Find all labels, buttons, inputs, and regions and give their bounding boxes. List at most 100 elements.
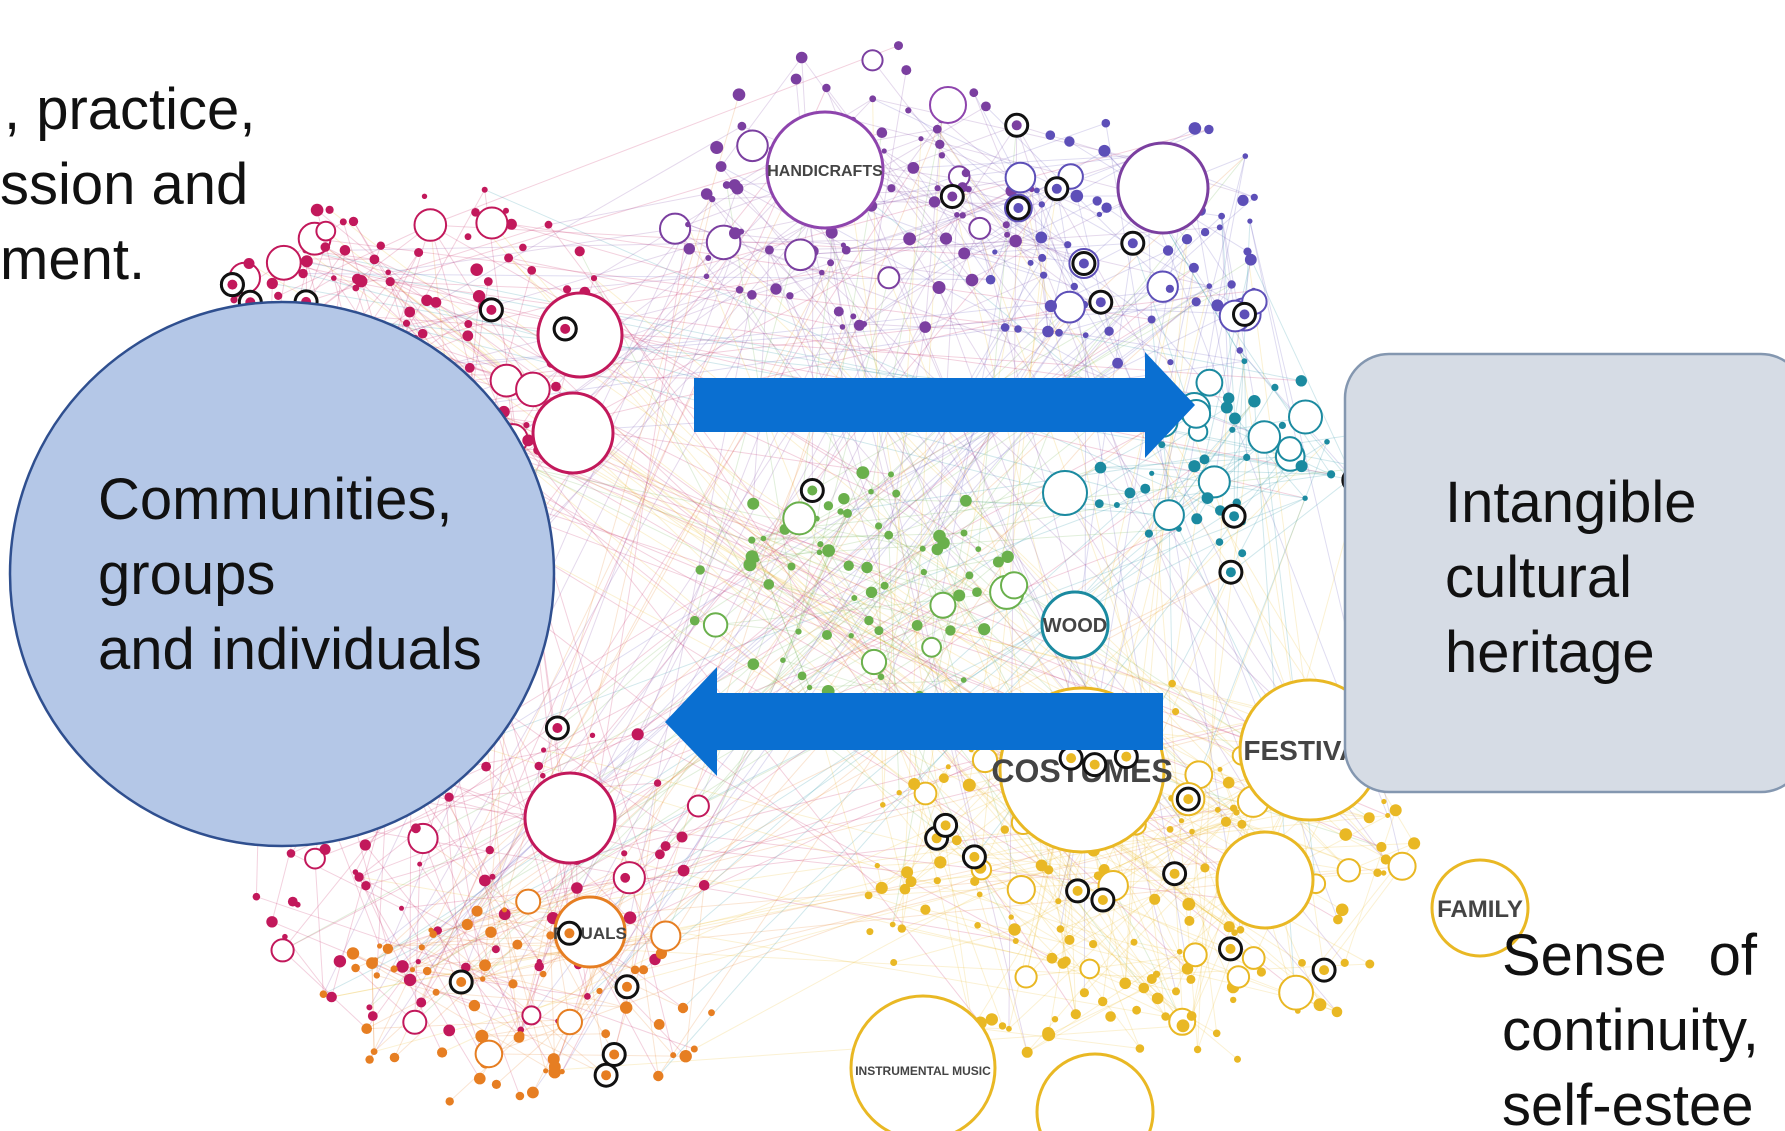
highlighted-node-core — [1078, 258, 1089, 269]
network-edge — [997, 335, 1087, 563]
network-edge — [852, 119, 1148, 197]
network-node — [413, 208, 448, 242]
network-edge — [354, 871, 481, 1079]
highlighted-node-core — [1239, 309, 1250, 320]
network-node — [865, 586, 878, 598]
network-node — [822, 83, 831, 93]
network-node — [992, 556, 1004, 568]
network-edge — [335, 250, 346, 315]
network-node — [1204, 124, 1214, 135]
network-edge — [767, 513, 848, 700]
network-edge — [1051, 898, 1155, 959]
network-node — [1188, 460, 1201, 473]
network-node — [584, 993, 591, 1000]
network-node — [1165, 284, 1174, 293]
network-node — [1271, 383, 1279, 391]
network-node — [1214, 806, 1221, 813]
network-edge — [893, 929, 1015, 963]
network-node — [563, 285, 572, 294]
network-node — [480, 976, 486, 982]
highlighted-node-core — [552, 723, 563, 733]
network-edge — [1112, 807, 1234, 887]
network-node — [504, 253, 514, 263]
network-node — [969, 88, 979, 98]
network-node — [1220, 401, 1233, 414]
network-node — [780, 657, 786, 663]
network-edge — [1234, 315, 1297, 717]
network-edge — [548, 193, 707, 226]
network-node — [945, 625, 956, 636]
network-node — [822, 630, 832, 640]
network-edge — [937, 187, 1297, 718]
network-node — [1070, 282, 1079, 291]
network-edge — [637, 733, 1053, 959]
network-node — [571, 882, 583, 894]
network-node — [837, 508, 844, 515]
network-edge — [481, 1021, 570, 1037]
network-node — [1340, 958, 1349, 968]
network-node — [1113, 502, 1120, 508]
network-node — [945, 764, 951, 770]
network-node — [1064, 136, 1075, 147]
network-node — [825, 226, 838, 239]
network-node — [1381, 870, 1387, 876]
network-node — [797, 671, 807, 681]
network-node — [1014, 325, 1022, 333]
network-node — [1236, 347, 1244, 354]
network-node — [1380, 854, 1391, 865]
network-node — [992, 249, 998, 255]
network-edge — [578, 407, 800, 519]
network-node — [1229, 412, 1241, 425]
network-node — [827, 259, 835, 267]
network-node — [1226, 965, 1251, 989]
network-node — [887, 184, 896, 193]
network-node — [1237, 194, 1249, 206]
network-node — [505, 218, 517, 230]
network-node — [1223, 921, 1235, 933]
network-node — [959, 212, 966, 219]
highlighted-node-core — [609, 1049, 620, 1060]
network-node — [929, 591, 957, 619]
network-edge — [1243, 361, 1248, 458]
network-edge — [913, 154, 1147, 169]
highlighted-node-core — [1072, 885, 1083, 896]
network-node — [319, 990, 328, 998]
network-edge — [393, 227, 1221, 970]
network-node — [475, 206, 509, 240]
network-node — [483, 277, 493, 286]
network-edge — [538, 734, 593, 767]
network-node — [252, 892, 261, 901]
network-node — [748, 536, 756, 544]
network-node — [690, 1045, 698, 1053]
network-node — [1094, 461, 1107, 474]
network-node — [679, 1050, 692, 1063]
network-node — [417, 861, 423, 867]
network-node — [377, 943, 383, 949]
network-node — [1220, 816, 1232, 827]
network-node — [1140, 483, 1151, 494]
network-node — [513, 1032, 525, 1043]
network-node — [961, 168, 971, 178]
family-label: FAMILY — [1437, 896, 1523, 923]
communities-label-line-1: Communities, — [98, 467, 453, 532]
network-node — [913, 781, 938, 806]
network-node — [861, 561, 873, 574]
hub-node — [1035, 1052, 1155, 1131]
network-node — [753, 556, 760, 563]
network-edge — [1015, 240, 1210, 287]
network-node — [736, 129, 769, 163]
highlighted-node-core — [1127, 238, 1138, 249]
network-edge — [1026, 954, 1196, 978]
network-edge — [723, 242, 1221, 770]
network-node — [864, 615, 874, 626]
network-edge — [365, 849, 490, 887]
network-edge — [433, 933, 644, 971]
network-edge — [504, 710, 683, 838]
network-edge — [901, 928, 1064, 964]
network-edge — [1234, 361, 1245, 419]
network-node — [795, 628, 802, 635]
network-node — [373, 972, 380, 979]
network-node — [1385, 813, 1391, 818]
network-node — [795, 51, 808, 64]
network-node — [1278, 974, 1314, 1011]
